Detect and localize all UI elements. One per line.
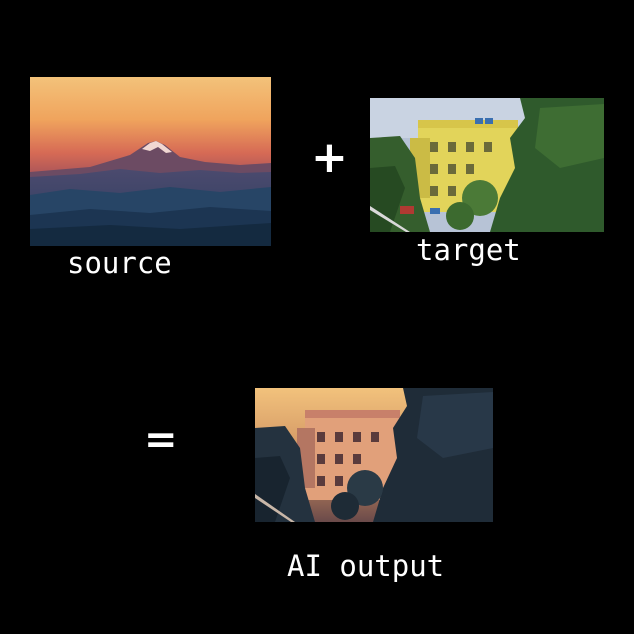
source-image [30, 77, 271, 246]
equals-sign: = [144, 417, 178, 463]
plus-sign: + [311, 132, 348, 183]
output-image [255, 388, 493, 522]
target-image [370, 98, 604, 232]
output-label: AI output [287, 549, 445, 583]
source-label: source [67, 246, 172, 280]
target-label: target [416, 233, 521, 267]
